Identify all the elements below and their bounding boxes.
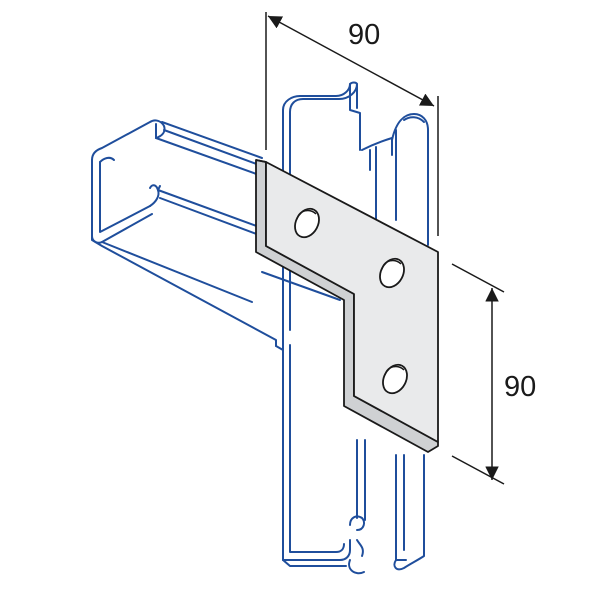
right-dimension-label: 90 [504, 371, 536, 403]
right-extension-line-top [451, 263, 505, 293]
corner-plate [255, 159, 439, 453]
bolt-hole-top [294, 207, 320, 239]
bolt-hole-middle [379, 257, 405, 289]
top-dimension-label: 90 [348, 19, 380, 51]
right-dimension [451, 263, 505, 485]
horizontal-channel [91, 119, 341, 351]
top-dimension-line [267, 15, 435, 107]
right-extension-line-bottom [451, 455, 505, 485]
horizontal-channel-top-lip [91, 119, 166, 161]
top-dimension [265, 12, 439, 236]
bolt-hole-bottom [382, 363, 408, 395]
